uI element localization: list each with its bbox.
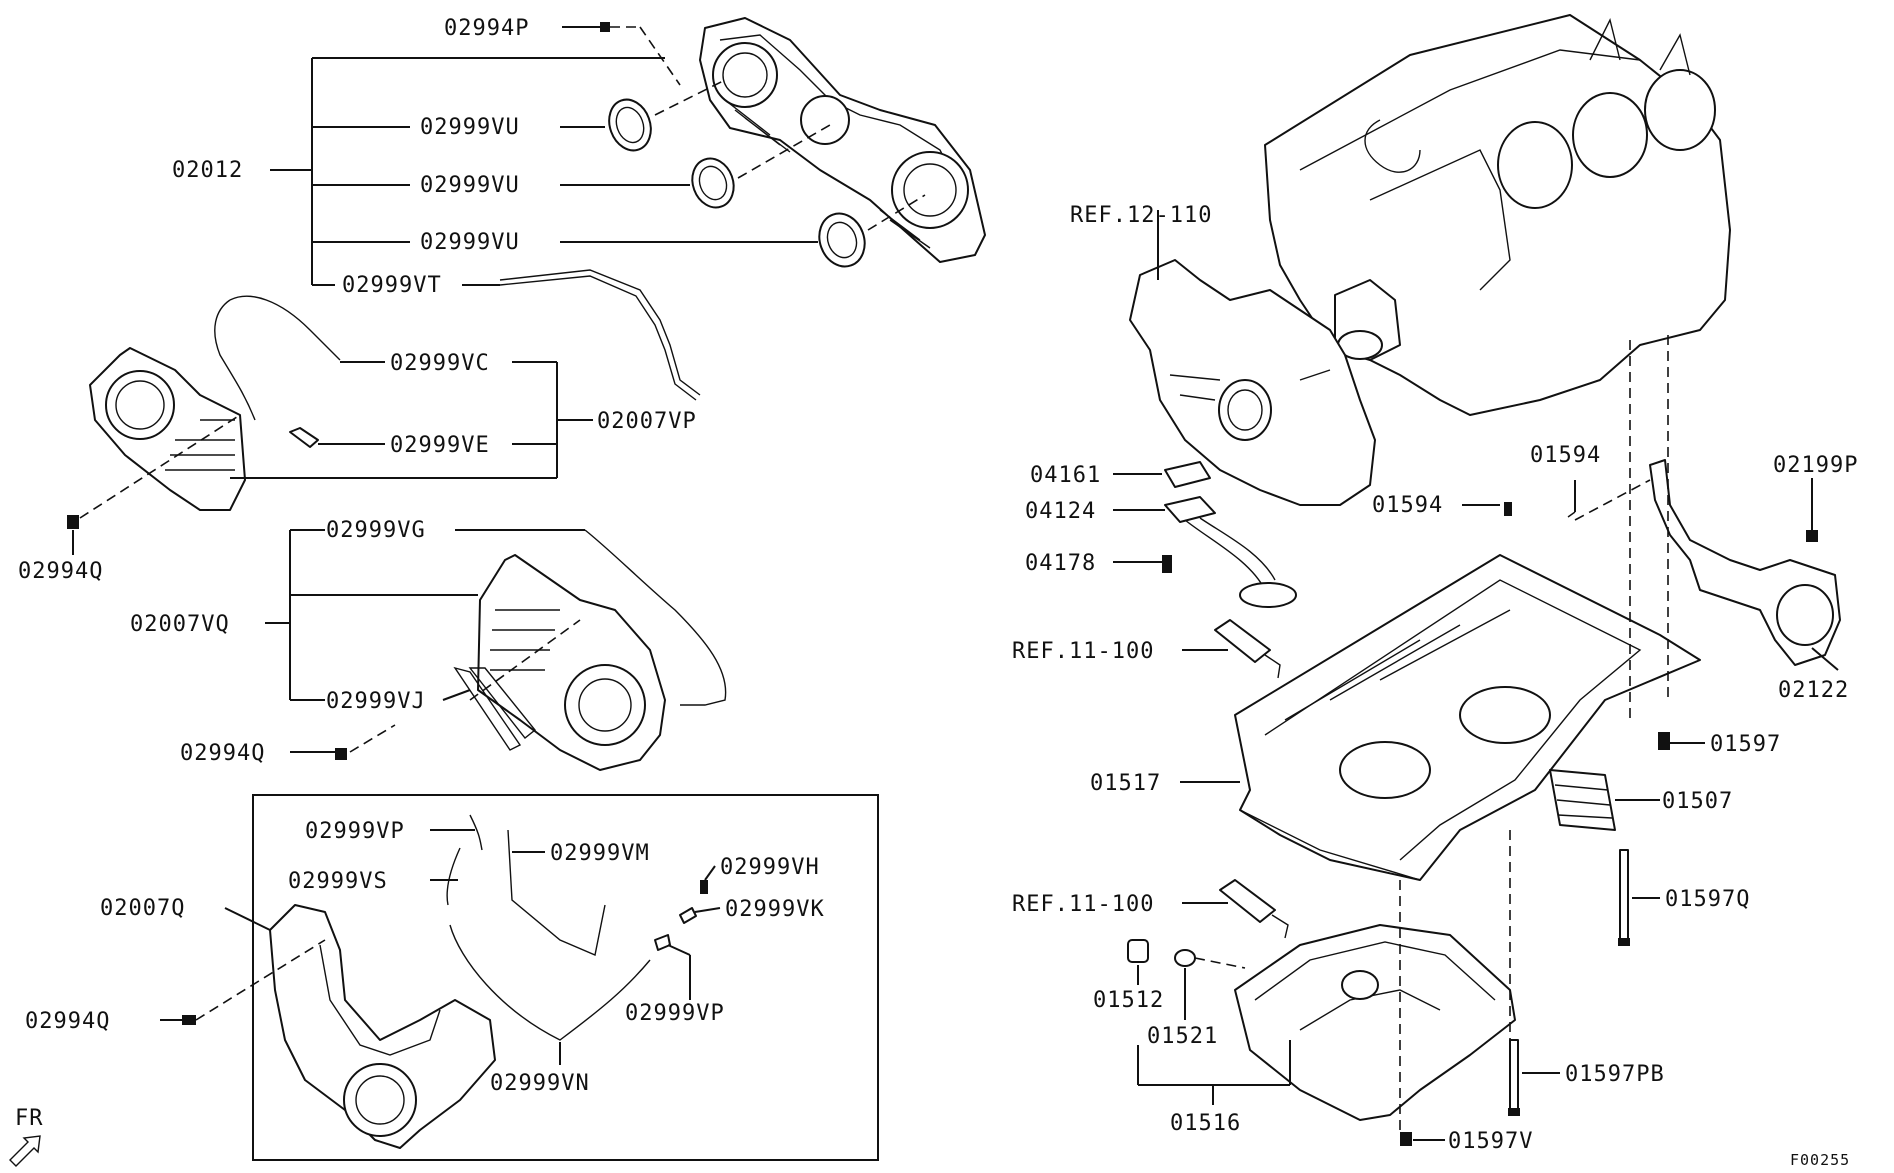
label-ref12-110: REF.12-110 (1070, 203, 1212, 228)
label-01594-1: 01594 (1530, 443, 1601, 468)
label-02007VQ: 02007VQ (130, 612, 230, 637)
timing-cover-left-group (67, 295, 341, 529)
label-04161: 04161 (1030, 463, 1101, 488)
diagram-id: F00255 (1790, 1151, 1850, 1169)
label-01517: 01517 (1090, 771, 1161, 796)
label-02999VK: 02999VK (725, 897, 825, 922)
label-02199P: 02199P (1773, 453, 1858, 478)
front-cover-plate-group (1129, 259, 1376, 506)
label-04178: 04178 (1025, 551, 1096, 576)
label-02999VC: 02999VC (390, 351, 490, 376)
label-ref11-100-1: REF.11-100 (1012, 639, 1154, 664)
bracket-02122-group (1649, 459, 1841, 666)
label-02999VJ: 02999VJ (326, 689, 426, 714)
leader-02007VQ (265, 529, 585, 753)
front-direction-label: FR (15, 1106, 44, 1131)
bolt-01597Q-icon (1618, 849, 1630, 946)
leader-oil-pickup (1113, 473, 1165, 563)
label-02999VG: 02999VG (326, 518, 426, 543)
label-01516: 01516 (1170, 1111, 1241, 1136)
label-04124: 04124 (1025, 499, 1096, 524)
label-02994P: 02994P (444, 16, 529, 41)
leader-01594 (1462, 479, 1651, 521)
leader-02122 (1811, 478, 1839, 671)
front-direction-arrow-icon (9, 1135, 41, 1167)
subassembly-frame (252, 794, 879, 1161)
label-01594-2: 01594 (1372, 493, 1443, 518)
dowel-01594-icon (1504, 502, 1512, 516)
leader-02012 (270, 26, 818, 286)
oil-pickup-group (1162, 461, 1297, 608)
label-02999VP-1: 02999VP (305, 819, 405, 844)
label-02012: 02012 (172, 158, 243, 183)
sealant-tube-upper-icon (1214, 619, 1281, 679)
label-01597: 01597 (1710, 732, 1781, 757)
bolt-01597V-icon (1400, 1132, 1412, 1146)
label-02999VP-2: 02999VP (625, 1001, 725, 1026)
baffle-01507-group (1549, 769, 1616, 831)
label-02007VP: 02007VP (597, 409, 697, 434)
timing-cover-middle-group (335, 529, 727, 771)
lower-oil-pan-group (1234, 924, 1516, 1121)
label-01597V: 01597V (1448, 1129, 1533, 1154)
leader-01516 (1137, 965, 1291, 1105)
bolt-01597PB-icon (1508, 1039, 1520, 1116)
sealant-tube-lower-icon (1219, 879, 1289, 939)
label-02999VN: 02999VN (490, 1071, 590, 1096)
leader-02007Q (160, 829, 721, 1065)
label-02999VM: 02999VM (550, 841, 650, 866)
label-02999VS: 02999VS (288, 869, 388, 894)
leader-02007VP (72, 361, 593, 555)
alignment-lines (1399, 335, 1669, 1130)
label-02994Q-2: 02994Q (180, 741, 265, 766)
label-02007Q: 02007Q (100, 896, 185, 921)
label-02999VE: 02999VE (390, 433, 490, 458)
timing-cover-upper-group (499, 17, 986, 401)
label-02999VU-3: 02999VU (420, 230, 520, 255)
bolt-01597-icon (1658, 732, 1670, 750)
drain-plug-icon (1127, 939, 1149, 963)
washer-icon (1174, 949, 1246, 969)
timing-cover-lower-group (182, 814, 708, 1149)
label-02999VH: 02999VH (720, 855, 820, 880)
label-02122: 02122 (1778, 678, 1849, 703)
label-02999VU-2: 02999VU (420, 173, 520, 198)
label-ref11-100-2: REF.11-100 (1012, 892, 1154, 917)
engine-block-group (1264, 14, 1731, 416)
label-01597Q: 01597Q (1665, 887, 1750, 912)
label-01507: 01507 (1662, 789, 1733, 814)
label-02994Q-1: 02994Q (18, 559, 103, 584)
label-02999VT: 02999VT (342, 273, 442, 298)
label-01597PB: 01597PB (1565, 1062, 1665, 1087)
label-02999VU-1: 02999VU (420, 115, 520, 140)
label-01521: 01521 (1147, 1024, 1218, 1049)
upper-oil-pan-group (1234, 554, 1701, 881)
label-01512: 01512 (1093, 988, 1164, 1013)
label-02994Q-3: 02994Q (25, 1009, 110, 1034)
dowel-01594-upper-icon (1567, 511, 1576, 518)
